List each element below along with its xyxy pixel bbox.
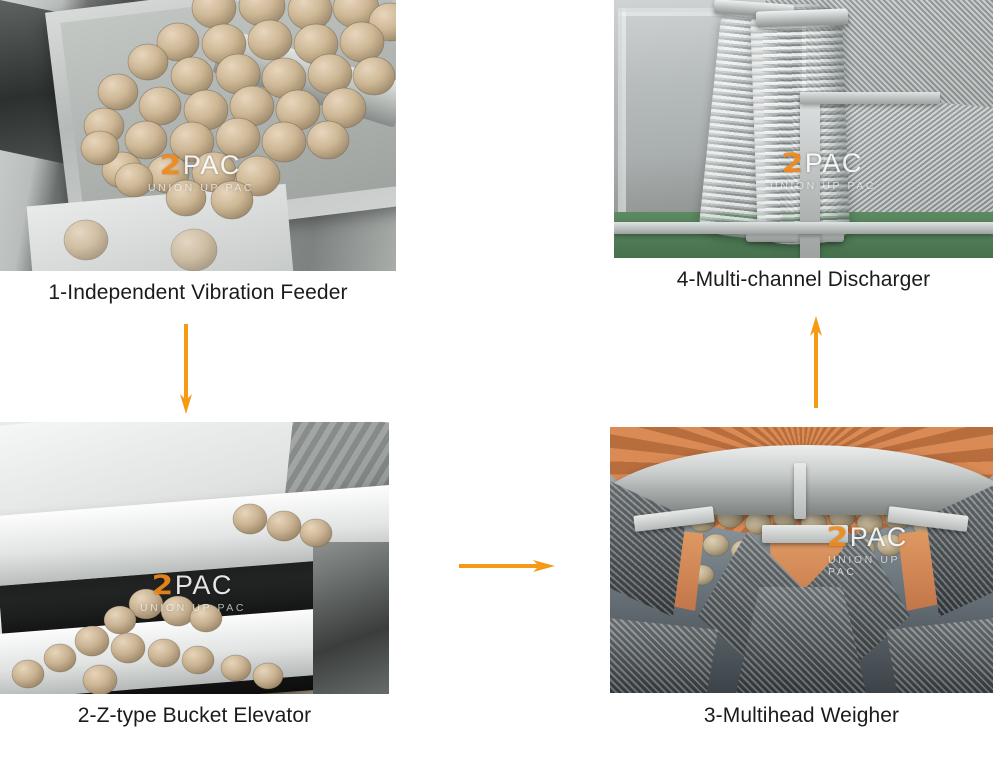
caption-step-2: 2-Z-type Bucket Elevator [77,704,312,727]
photo4-frame-column [800,92,820,258]
arrow-up-icon [810,316,822,408]
photo3-bucket-lower-right [886,617,993,693]
photo2-right-assembly [313,542,389,694]
arrow-down-icon [180,324,192,414]
photo3-bucket-center-front [736,587,866,693]
photo2-meatballs [11,503,333,694]
photo4-frame-baserail [614,222,993,234]
photo-z-type-bucket-elevator: 2 PAC UNION UP PAC [0,422,389,694]
arrow-right-icon [459,560,555,572]
caption-step-4: 4-Multi-channel Discharger [676,268,931,291]
photo4-frame-crossbar [800,92,940,104]
photo3-center-post [794,463,806,519]
photo-multi-channel-discharger: 2 PAC UNION UP PAC [614,0,993,258]
photo-multihead-weigher: 2 PAC UNION UP PAC [610,427,993,693]
photo3-bucket-lower-left [610,617,718,693]
photo3-bracket-center [762,525,848,543]
photo1-meatballs [63,0,396,271]
caption-step-3: 3-Multihead Weigher [703,704,900,727]
photo-vibration-feeder: 2 PAC UNION UP PAC [0,0,396,271]
caption-step-1: 1-Independent Vibration Feeder [48,281,348,304]
arrow-weigher-to-discharger [802,312,830,410]
photo4-clamp-right-top [755,8,849,28]
arrow-feeder-to-elevator [172,318,200,416]
arrow-elevator-to-weigher [455,552,559,580]
